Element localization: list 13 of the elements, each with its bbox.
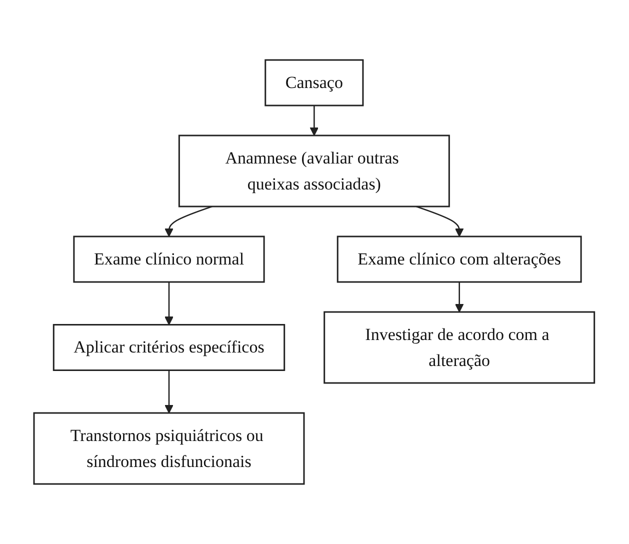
node-box: Exame clínico com alterações [337, 236, 582, 283]
arrow [164, 370, 174, 414]
arrow [455, 282, 464, 312]
arrow [164, 206, 213, 237]
node-box: Transtornos psiquiátricos ou síndromes disfuncionais [34, 412, 306, 485]
node-box: Exame clínico normal [74, 236, 266, 283]
arrow [310, 106, 319, 136]
arrow [164, 282, 174, 326]
node-box: Anamnese (avaliar outras queixas associadas) [178, 134, 450, 208]
node-box: Aplicar critérios específicos [53, 324, 286, 371]
node-box: Investigar de acordo com a alteração [324, 311, 596, 384]
arrow [416, 206, 464, 237]
node-box: Cansaço [264, 59, 364, 106]
